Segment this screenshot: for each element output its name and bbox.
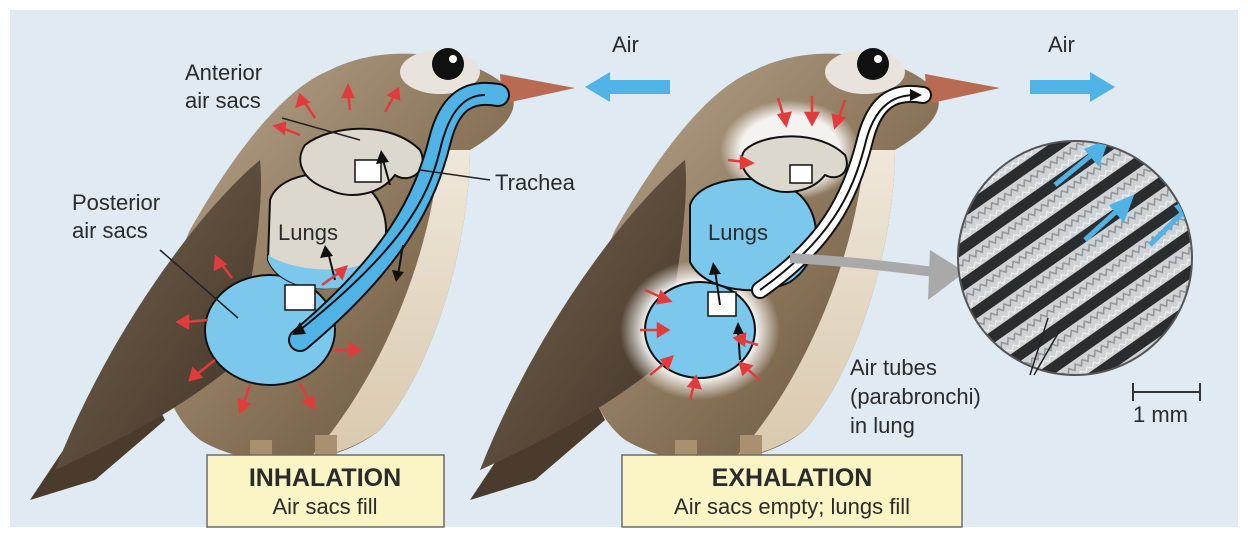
trachea-label: Trachea — [495, 170, 576, 195]
exhalation-subtitle: Air sacs empty; lungs fill — [674, 494, 910, 519]
posterior-label-line2: air sacs — [72, 218, 148, 243]
scale-label: 1 mm — [1133, 402, 1188, 427]
eye-left — [432, 48, 464, 80]
exhalation-title: EXHALATION — [712, 464, 873, 492]
lungs-label-right: Lungs — [708, 220, 768, 245]
eye-right — [857, 48, 889, 80]
inhalation-title: INHALATION — [249, 464, 401, 492]
tubes-label-line3: in lung — [850, 413, 915, 438]
air-label-left: Air — [612, 32, 639, 57]
posterior-label-line1: Posterior — [72, 190, 160, 215]
exhalation-caption: EXHALATION Air sacs empty; lungs fill — [622, 455, 962, 527]
air-label-right: Air — [1048, 32, 1075, 57]
tubes-label-line2: (parabronchi) — [850, 384, 981, 409]
inhalation-subtitle: Air sacs fill — [272, 494, 377, 519]
inhalation-caption: INHALATION Air sacs fill — [207, 455, 444, 527]
tubes-label-line1: Air tubes — [850, 355, 937, 380]
lungs-label-left: Lungs — [278, 220, 338, 245]
anterior-label-line2: air sacs — [185, 88, 261, 113]
anterior-label-line1: Anterior — [185, 60, 262, 85]
